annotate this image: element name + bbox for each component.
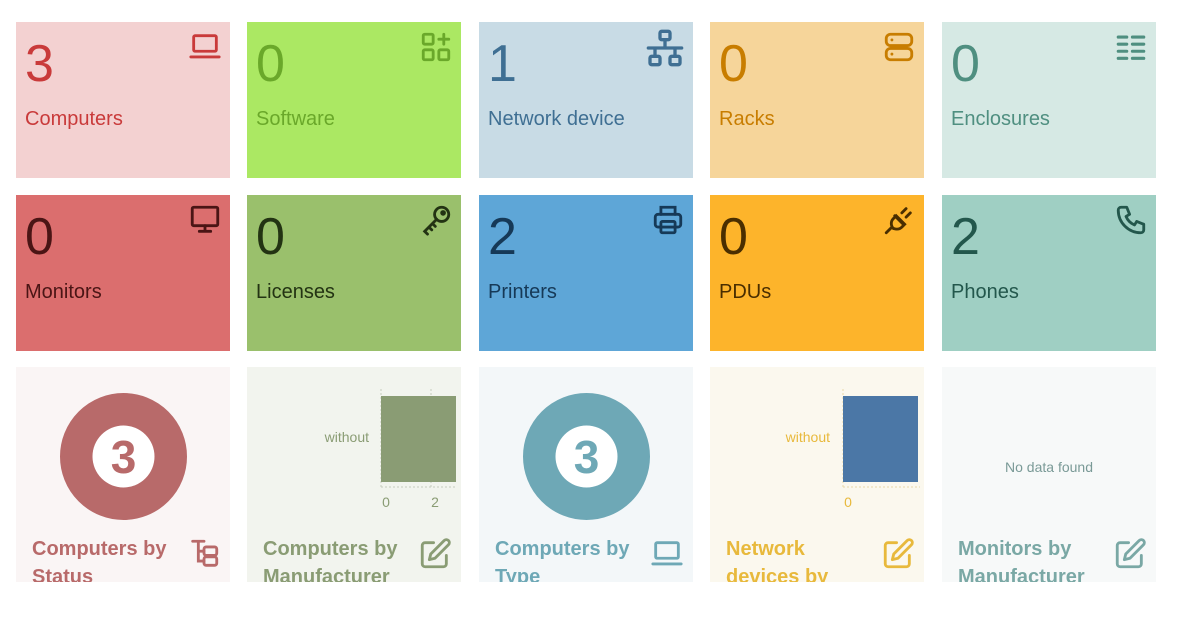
stat-label: Software — [256, 108, 335, 130]
stat-label: Licenses — [256, 281, 335, 303]
pie-slice — [60, 393, 187, 520]
stat-label: Racks — [719, 108, 775, 130]
edit-icon[interactable] — [418, 537, 452, 571]
printer-icon — [653, 205, 683, 235]
stat-label: Network device — [488, 108, 625, 130]
edit-icon[interactable] — [881, 537, 915, 571]
chart-card-computers-by-status: 3 Computers by Status — [16, 367, 230, 582]
stat-card-phones[interactable]: 2 Phones — [942, 195, 1156, 351]
pie-slice — [523, 393, 650, 520]
stat-value: 2 — [488, 208, 517, 266]
stat-value: 0 — [951, 35, 980, 93]
stat-card-software[interactable]: 0 Software — [247, 22, 461, 178]
hierarchy-icon[interactable] — [187, 537, 221, 571]
edit-icon[interactable] — [1113, 537, 1147, 571]
server-icon — [884, 32, 914, 62]
stat-label: Phones — [951, 281, 1019, 303]
category-label: without — [324, 429, 369, 445]
stat-value: 0 — [25, 208, 54, 266]
bar — [381, 396, 456, 482]
chart-title: Network devices by — [726, 538, 829, 582]
chart-title: Monitors by Manufacturer — [958, 538, 1085, 582]
stat-value: 0 — [719, 35, 748, 93]
chart-card-network-devices: without 0 Network devices by — [710, 367, 924, 582]
stat-card-printers[interactable]: 2 Printers — [479, 195, 693, 351]
tick-label: 0 — [844, 494, 852, 510]
stat-card-network-device[interactable]: 1 Network device — [479, 22, 693, 178]
stat-card-enclosures[interactable]: 0 Enclosures — [942, 22, 1156, 178]
chart-card-monitors-by-manufacturer: No data found Monitors by Manufacturer — [942, 367, 1156, 582]
bar-chart: without 0 — [785, 389, 920, 510]
chart-title: Computers by Type — [495, 538, 630, 582]
pie-chart: 3 — [523, 393, 650, 520]
list-columns-icon — [1116, 35, 1146, 60]
stat-label: Monitors — [25, 281, 102, 303]
bar — [843, 396, 918, 482]
stat-card-pdus[interactable]: 0 PDUs — [710, 195, 924, 351]
tick-label: 0 — [382, 494, 390, 510]
pie-center-label: 3 — [111, 431, 137, 483]
stat-card-computers[interactable]: 3 Computers — [16, 22, 230, 178]
pie-center-label: 3 — [574, 431, 600, 483]
network-icon — [646, 29, 684, 67]
chart-card-computers-by-type: 3 Computers by Type — [479, 367, 693, 582]
stat-label: Computers — [25, 108, 123, 130]
apps-add-icon — [421, 32, 451, 62]
laptop-icon — [189, 34, 221, 59]
chart-title: Computers by Manufacturer — [263, 538, 398, 582]
plug-icon — [884, 207, 912, 235]
stat-label: Printers — [488, 281, 557, 303]
pie-center — [92, 425, 155, 488]
pie-chart: 3 — [60, 393, 187, 520]
stat-value: 0 — [719, 208, 748, 266]
key-icon — [422, 205, 451, 236]
laptop-icon[interactable] — [650, 537, 684, 571]
bar-chart: without 0 2 — [324, 389, 457, 510]
monitor-icon — [190, 205, 220, 233]
stat-label: Enclosures — [951, 108, 1050, 130]
stat-card-licenses[interactable]: 0 Licenses — [247, 195, 461, 351]
stat-label: PDUs — [719, 281, 772, 303]
stat-value: 2 — [951, 208, 980, 266]
stat-value: 1 — [488, 35, 517, 93]
tick-label: 2 — [431, 494, 439, 510]
stat-value: 0 — [256, 35, 285, 93]
category-label: without — [785, 429, 830, 445]
chart-title: Computers by Status — [32, 538, 167, 582]
stat-value: 0 — [256, 208, 285, 266]
stat-card-racks[interactable]: 0 Racks — [710, 22, 924, 178]
pie-center — [555, 425, 618, 488]
chart-card-computers-by-manufacturer: without 0 2 Computers by Manufacturer — [247, 367, 461, 582]
no-data-message: No data found — [1005, 459, 1093, 475]
phone-icon — [1116, 205, 1146, 235]
stat-card-monitors[interactable]: 0 Monitors — [16, 195, 230, 351]
stat-value: 3 — [25, 35, 54, 93]
